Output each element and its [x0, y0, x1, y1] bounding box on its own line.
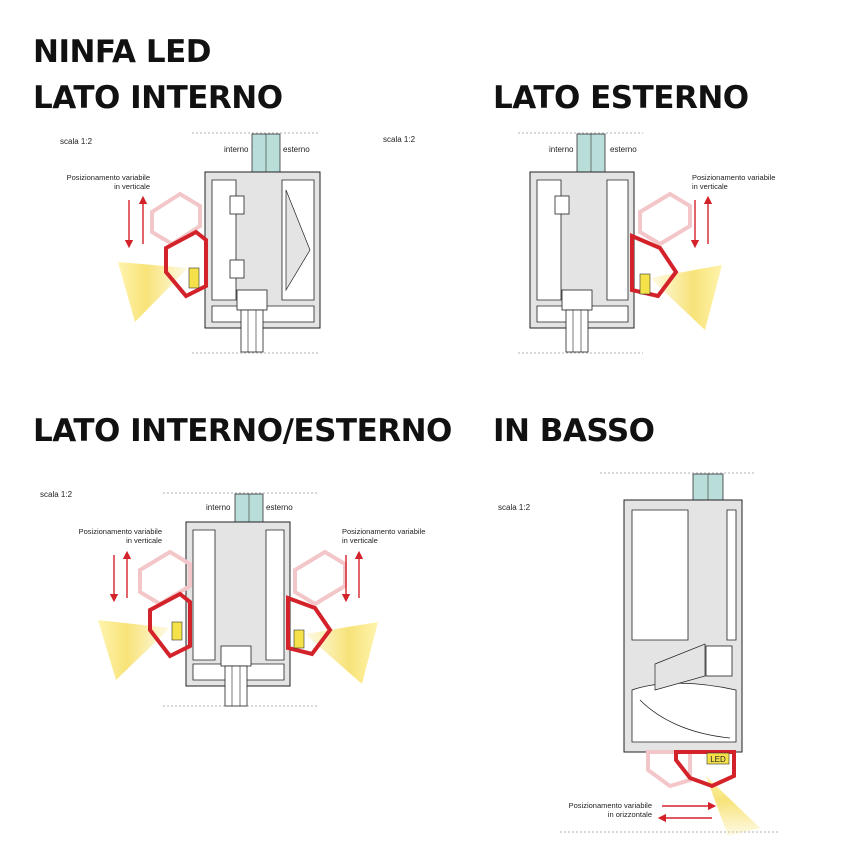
heading-lato-interno-esterno: LATO INTERNO/ESTERNO [33, 413, 452, 449]
led-profile [674, 750, 736, 789]
positioning-note-horizontal: Posizionamento variabile in orizzontale [568, 801, 652, 819]
led-chip [639, 273, 651, 295]
scale-label: scala 1:2 [40, 490, 73, 499]
drawing-lato-esterno [518, 132, 722, 354]
led-chip [188, 267, 200, 289]
interno-label: interno [549, 145, 574, 154]
scale-label: scala 1:2 [383, 135, 416, 144]
drawing-lato-interno [118, 132, 321, 354]
interno-label: interno [206, 503, 231, 512]
light-beam [650, 265, 722, 330]
led-chip [171, 621, 183, 641]
led-profile [630, 232, 679, 299]
light-beam [118, 262, 188, 322]
title-ninfa-led: NINFA LED [33, 34, 212, 70]
positioning-note-vertical: Posizionamento variabile in verticale [78, 527, 162, 545]
scale-label: scala 1:2 [498, 503, 531, 512]
esterno-label: esterno [266, 503, 293, 512]
led-chip [706, 752, 730, 765]
positioning-note-vertical: Posizionamento variabile in verticale [692, 173, 776, 191]
esterno-label: esterno [283, 145, 310, 154]
led-profile [164, 229, 208, 299]
led-profile [148, 591, 192, 659]
led-chip [293, 629, 305, 649]
heading-lato-interno: LATO INTERNO [33, 80, 283, 116]
light-beam [305, 622, 378, 684]
light-beam [98, 620, 170, 680]
drawing-in-basso: LED [560, 472, 780, 836]
heading-in-basso: IN BASSO [493, 413, 655, 449]
positioning-note-vertical: Posizionamento variabile in verticale [66, 173, 150, 191]
scale-label: scala 1:2 [60, 137, 93, 146]
light-beam [706, 776, 760, 836]
led-chip-label: LED [710, 755, 726, 764]
led-profile [286, 595, 333, 657]
interno-label: interno [224, 145, 249, 154]
drawing-lato-interno-esterno [98, 492, 378, 707]
esterno-label: esterno [610, 145, 637, 154]
positioning-note-vertical: Posizionamento variabile in verticale [342, 527, 426, 545]
heading-lato-esterno: LATO ESTERNO [493, 80, 749, 116]
